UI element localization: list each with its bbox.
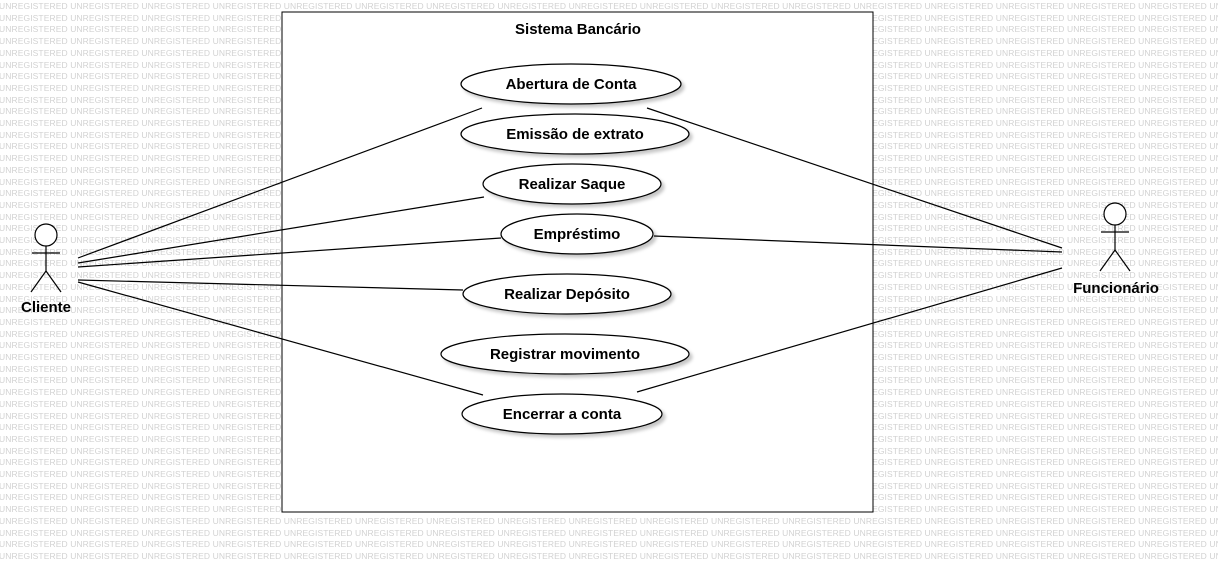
association-funcionario-emprestimo[interactable] [653, 235, 1063, 253]
association-cliente-deposito[interactable] [77, 279, 464, 291]
use-case-label: Abertura de Conta [506, 76, 638, 93]
use-case-encerrar[interactable]: Encerrar a conta [461, 393, 663, 435]
association-cliente-emprestimo[interactable] [77, 237, 502, 268]
use-case-extrato[interactable]: Emissão de extrato [460, 113, 690, 155]
associations [77, 107, 1063, 396]
actor-cliente[interactable]: Cliente [21, 223, 71, 316]
association-cliente-abertura[interactable] [77, 107, 483, 259]
association-cliente-encerrar[interactable] [77, 281, 484, 396]
use-case-saque[interactable]: Realizar Saque [482, 163, 662, 205]
stick-figure-icon [30, 223, 62, 293]
use-case-label: Realizar Depósito [504, 286, 630, 303]
use-case-label: Emissão de extrato [506, 126, 644, 143]
use-case-movimento[interactable]: Registrar movimento [440, 333, 690, 375]
use-case-label: Registrar movimento [490, 346, 640, 363]
actor-funcionario[interactable]: Funcionário [1073, 202, 1159, 297]
use-case-label: Realizar Saque [519, 176, 626, 193]
use-case-deposito[interactable]: Realizar Depósito [462, 273, 672, 315]
actor-label: Cliente [21, 299, 71, 316]
system-title: Sistema Bancário [515, 21, 641, 38]
use-case-emprestimo[interactable]: Empréstimo [500, 213, 654, 255]
stick-figure-icon [1099, 202, 1131, 272]
use-case-abertura[interactable]: Abertura de Conta [460, 63, 682, 105]
association-cliente-saque[interactable] [77, 196, 485, 264]
use-case-label: Encerrar a conta [503, 406, 622, 423]
use-case-label: Empréstimo [534, 226, 621, 243]
association-funcionario-encerrar[interactable] [636, 267, 1063, 393]
actor-label: Funcionário [1073, 280, 1159, 297]
association-funcionario-abertura[interactable] [646, 107, 1063, 249]
